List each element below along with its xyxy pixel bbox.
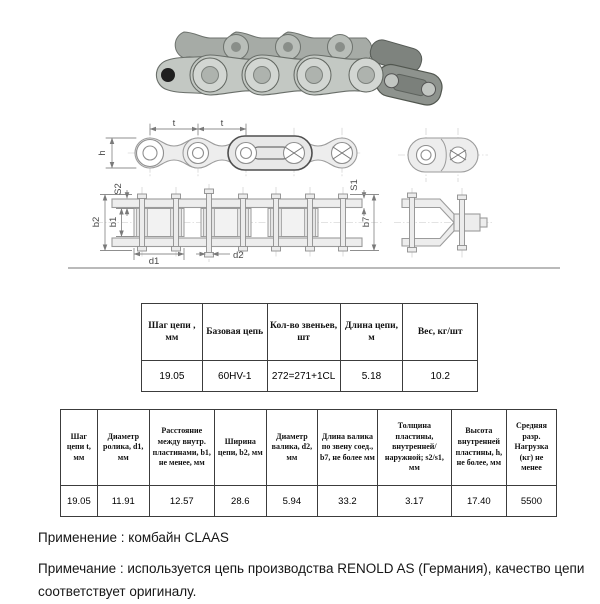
dim-label-t-2: t (221, 118, 224, 129)
application-note: Применение : комбайн CLAAS (38, 530, 229, 545)
dim-value-pin-diameter: 5.94 (265, 485, 318, 517)
summary-value-links-count: 272=271+1CL (266, 360, 341, 392)
figure-canvas: t t h (68, 31, 560, 269)
plan-view-rails (111, 198, 363, 248)
side-view-clip-marks (284, 146, 352, 160)
chain-photo-connecting-link (375, 63, 443, 106)
dim-label-h: h (97, 150, 108, 155)
dim-header-pin-length: Длина валика по звену соед., b7, не боле… (316, 409, 378, 486)
dim-header-plate-height: Высота внутренней пластины, h, не более,… (450, 409, 507, 486)
summary-header-base-chain: Базовая цепь (201, 303, 268, 361)
summary-value-pitch: 19.05 (141, 360, 203, 392)
summary-header-links-count: Кол-во звеньев, шт (266, 303, 341, 361)
side-view-pins (135, 138, 354, 168)
dim-header-inner-plate-distance: Расстояние между внутр. пластинами, b1, … (148, 409, 215, 486)
dim-value-inner-plate-distance: 12.57 (148, 485, 215, 517)
plan-view-pins (137, 188, 348, 258)
dim-header-roller-diameter: Диаметр ролика, d1, мм (96, 409, 150, 486)
dim-value-plate-thickness: 3.17 (376, 485, 452, 517)
manufacturer-note: Примечание : используется цепь производс… (38, 561, 585, 599)
chain-photo-front-rollers (192, 57, 384, 93)
dim-header-chain-width: Ширина цепи, b2, мм (213, 409, 267, 486)
summary-header-pitch: Шаг цепи , мм (141, 303, 203, 361)
height-dimension (105, 137, 137, 169)
chain-photo-end-hole (161, 68, 175, 82)
dim-label-b2: b2 (91, 217, 102, 228)
dim-header-plate-thickness: Толщина пластины, внутренней/наружной; s… (376, 409, 452, 486)
dimensions-table-value-row: 19.05 11.91 12.57 28.6 5.94 33.2 3.17 17… (60, 485, 558, 517)
offset-link-side-view (398, 128, 488, 182)
dim-header-breaking-load: Средняя разр. Нагрузка (кг) не менее (505, 409, 558, 486)
dim-value-chain-width: 28.6 (213, 485, 267, 517)
chain-photo (155, 31, 443, 106)
summary-value-weight: 10.2 (402, 360, 478, 392)
dim-value-plate-height: 17.40 (450, 485, 507, 517)
dim-label-t-1: t (173, 118, 176, 129)
plan-view-inner-links (133, 208, 319, 237)
summary-value-length: 5.18 (339, 360, 404, 392)
dim-label-d2: d2 (233, 250, 244, 261)
side-view-drawing: t t h (97, 118, 361, 179)
summary-table-header-row: Шаг цепи , мм Базовая цепь Кол-во звенье… (141, 303, 478, 361)
summary-table-value-row: 19.05 60HV-1 272=271+1CL 5.18 10.2 (141, 360, 478, 392)
summary-table: Шаг цепи , мм Базовая цепь Кол-во звенье… (141, 303, 478, 392)
dim-label-d1: d1 (149, 256, 160, 267)
plan-view-drawing: d1 d2 b2 b1 S2 (91, 179, 382, 267)
dimensions-table: Шаг цепи t, мм Диаметр ролика, d1, мм Ра… (60, 409, 558, 517)
dim-value-pitch: 19.05 (60, 485, 98, 517)
summary-value-base-chain: 60HV-1 (201, 360, 268, 392)
dim-value-breaking-load: 5500 (505, 485, 558, 517)
dim-value-roller-diameter: 11.91 (96, 485, 150, 517)
d1-dimension (133, 248, 185, 260)
dim-header-pin-diameter: Диаметр валика, d2, мм (265, 409, 318, 486)
offset-link-plan-view (394, 188, 494, 258)
dim-value-pin-length: 33.2 (316, 485, 378, 517)
dim-label-b1: b1 (108, 217, 119, 228)
pitch-dimension (149, 123, 247, 136)
dimensions-table-header-row: Шаг цепи t, мм Диаметр ролика, d1, мм Ра… (60, 409, 558, 486)
dim-label-s1: S1 (349, 179, 360, 191)
chain-photo-back-rollers (223, 34, 353, 60)
dim-label-s2: S2 (113, 183, 124, 195)
summary-header-weight: Вес, кг/шт (402, 303, 478, 361)
dim-header-pitch: Шаг цепи t, мм (60, 409, 98, 486)
dim-label-b7: b7 (361, 217, 372, 228)
summary-header-length: Длина цепи, м (339, 303, 404, 361)
b7-dimension (350, 194, 379, 251)
